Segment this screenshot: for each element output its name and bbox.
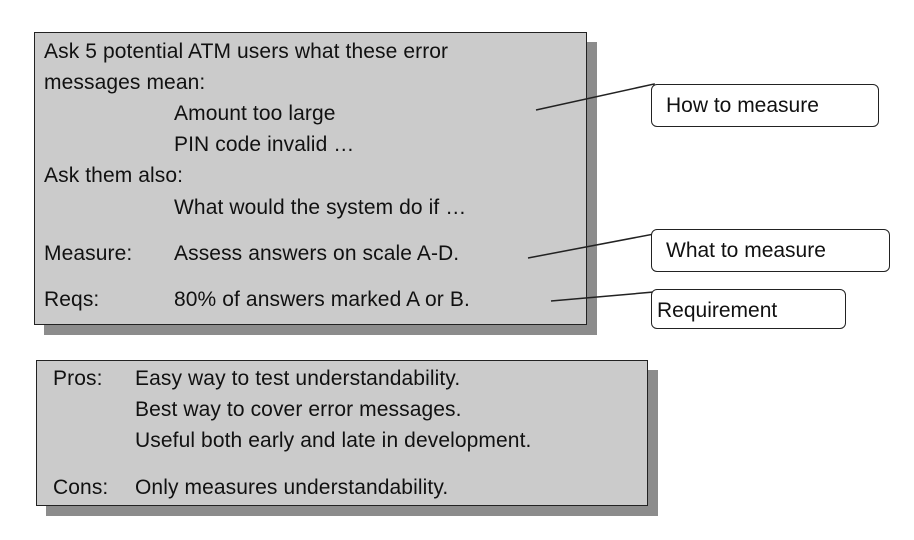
cons-text: Only measures understandability. <box>135 476 449 499</box>
pros-item-1: Easy way to test understandability. <box>135 367 461 390</box>
cons-label: Cons: <box>53 476 109 499</box>
reqs-label: Reqs: <box>44 288 100 311</box>
how-to-measure-callout: How to measure <box>651 84 879 127</box>
pros-item-3: Useful both early and late in developmen… <box>135 429 532 452</box>
requirement-callout: Requirement <box>651 289 846 329</box>
measure-label: Measure: <box>44 242 133 265</box>
what-to-measure-label: What to measure <box>666 239 826 262</box>
test-line-3: Ask them also: <box>44 164 184 187</box>
pros-label: Pros: <box>53 367 103 390</box>
how-to-measure-label: How to measure <box>666 94 819 117</box>
test-line-2: messages mean: <box>44 71 206 94</box>
reqs-text: 80% of answers marked A or B. <box>174 288 470 311</box>
error-message-item-2: PIN code invalid … <box>174 133 355 156</box>
measure-text: Assess answers on scale A-D. <box>174 242 460 265</box>
test-procedure-box <box>34 32 587 325</box>
question-item: What would the system do if … <box>174 196 467 219</box>
requirement-label: Requirement <box>657 299 778 322</box>
pros-cons-box <box>36 360 648 506</box>
error-message-item-1: Amount too large <box>174 102 336 125</box>
pros-item-2: Best way to cover error messages. <box>135 398 462 421</box>
test-line-1: Ask 5 potential ATM users what these err… <box>44 40 449 63</box>
what-to-measure-callout: What to measure <box>651 229 890 272</box>
